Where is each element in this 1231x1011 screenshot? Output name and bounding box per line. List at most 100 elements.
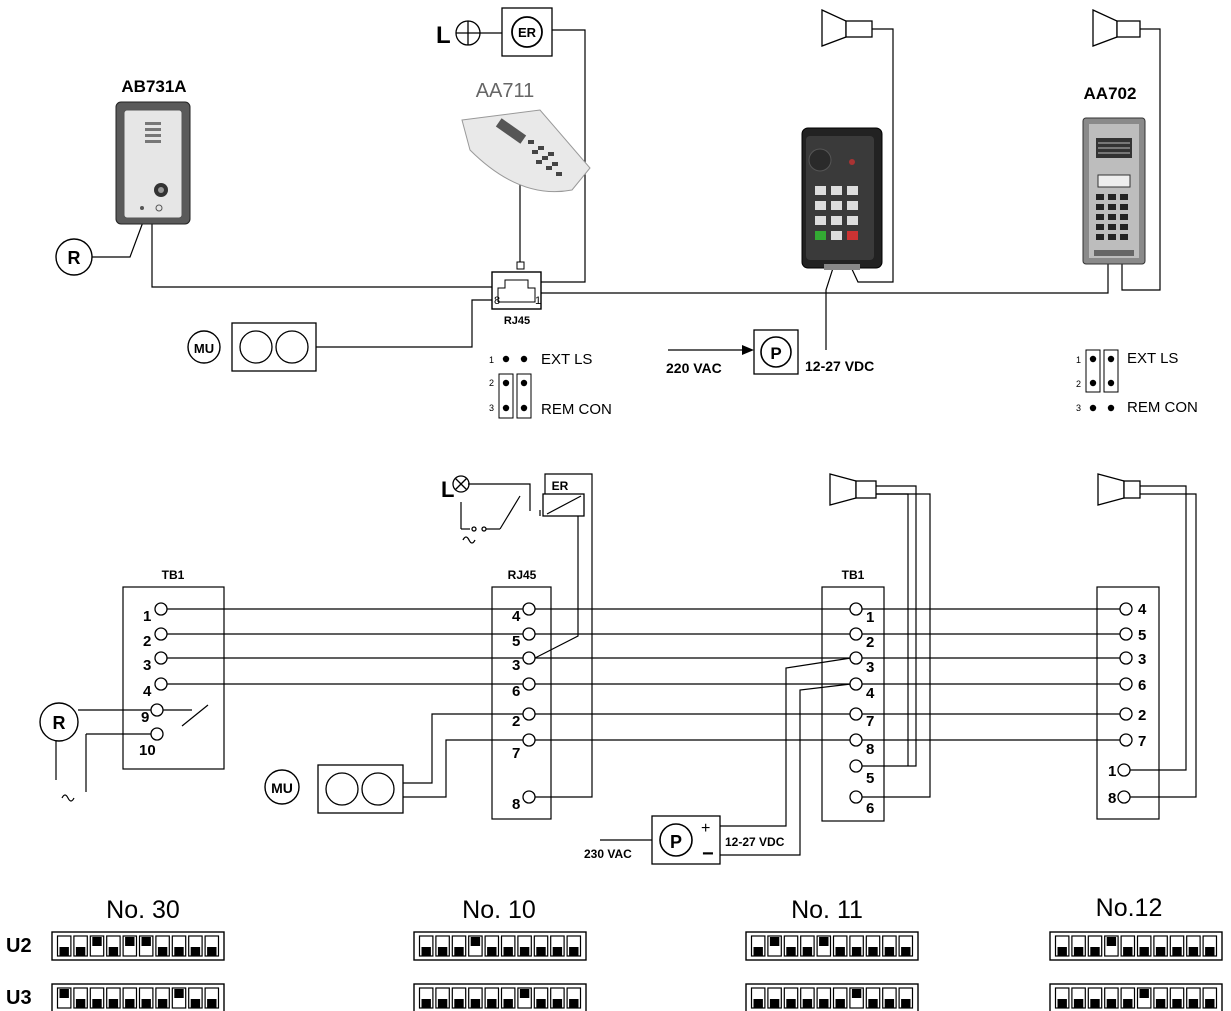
dip-bank-4-u3 — [1049, 983, 1223, 1011]
aa702-label: AA702 — [1084, 84, 1137, 103]
dip-switch-knob — [835, 999, 845, 1008]
dip-switch-knob — [1172, 999, 1182, 1008]
relay-switch — [462, 526, 487, 544]
svg-text:2: 2 — [1138, 707, 1146, 724]
coil-diagonal — [546, 495, 582, 515]
top-wiring — [92, 28, 1161, 351]
dip-switch-knob — [125, 937, 135, 946]
speaker-icon — [1097, 473, 1141, 506]
svg-text:3: 3 — [866, 659, 874, 676]
dip-switch-knob — [552, 947, 563, 956]
dip-switch-knob — [207, 947, 217, 956]
keypad-door-station — [801, 127, 883, 270]
dip-switch-knob — [901, 947, 911, 956]
dip-bank-3-u2 — [745, 931, 919, 961]
dip-switch-banks — [51, 931, 1223, 1011]
dip-bank-4-u2 — [1049, 931, 1223, 961]
vac-arrow — [742, 345, 754, 355]
rj45-pin8: 8 — [494, 295, 500, 307]
dip-switch-knob — [1057, 947, 1067, 956]
svg-text:2: 2 — [512, 713, 520, 730]
rj45-label: RJ45 — [504, 315, 530, 327]
speaker-icon — [1092, 8, 1141, 47]
dip-title-11: No. 11 — [791, 896, 863, 924]
dip-switch-knob — [769, 999, 780, 1008]
dip-switch-knob — [753, 947, 763, 956]
vdc-label: 12-27 VDC — [805, 358, 874, 374]
svg-text:8: 8 — [512, 796, 520, 813]
svg-text:1: 1 — [143, 608, 151, 625]
rj45-bottom-label: RJ45 — [508, 568, 537, 582]
pin-circles — [150, 602, 1133, 804]
svg-text:6: 6 — [1138, 677, 1146, 694]
dip-switch-knob — [421, 999, 431, 1008]
dip-switch-knob — [1155, 947, 1166, 956]
dip-switch-knob — [454, 947, 464, 956]
electric-release-box — [501, 7, 553, 57]
dip-switch-knob — [1172, 947, 1182, 956]
dip-switch-knob — [487, 947, 497, 956]
tb1-right-label: TB1 — [842, 568, 865, 582]
svg-text:10: 10 — [139, 742, 156, 759]
mu-circle — [187, 330, 221, 364]
dip-switch-knob — [190, 999, 201, 1008]
svg-text:3: 3 — [143, 657, 151, 674]
dip-bank-3-u3 — [745, 983, 919, 1011]
aa702-terminal-box — [1096, 586, 1160, 820]
release-button-icon-bottom — [39, 702, 79, 742]
r-label: R — [68, 248, 81, 268]
dip-switch-knob — [1139, 947, 1149, 956]
power-supply-icon — [760, 336, 792, 368]
dip-switch-knob — [1155, 999, 1166, 1008]
er-label: ER — [518, 25, 537, 40]
svg-text:1: 1 — [866, 609, 874, 626]
dip-switch-knob — [868, 947, 878, 956]
svg-text:3: 3 — [489, 403, 494, 413]
dip-switch-knob — [174, 947, 184, 956]
dip-row-label-u2: U2 — [6, 935, 32, 957]
power-supply-icon-bottom — [659, 823, 693, 857]
svg-text:3: 3 — [1138, 651, 1146, 668]
rj45-pins: 4 5 3 6 2 7 8 — [512, 608, 521, 813]
dip-switch-knob — [1123, 999, 1133, 1008]
dip-switch-knob — [819, 999, 829, 1008]
dip-title-30: No. 30 — [106, 896, 180, 924]
dip-switch-knob — [519, 989, 530, 998]
dip-switch-knob — [174, 989, 184, 998]
svg-text:9: 9 — [141, 709, 149, 726]
dip-row-label-u3: U3 — [6, 987, 32, 1009]
dip-bank-2-u2 — [413, 931, 587, 961]
svg-text:1: 1 — [1076, 355, 1081, 365]
lamp-label-bottom: L — [441, 477, 454, 502]
dip-title-10: No. 10 — [462, 896, 536, 924]
dip-switch-knob — [470, 937, 481, 946]
dip-switch-knob — [835, 947, 845, 956]
minus-label: − — [702, 843, 714, 865]
dip-switch-knob — [1106, 937, 1117, 946]
vac-label-bottom: 230 VAC — [584, 847, 632, 861]
svg-text:2: 2 — [866, 634, 874, 651]
monitor-unit-icon-bottom — [317, 764, 404, 814]
svg-text:8: 8 — [866, 741, 874, 758]
aa711-device — [461, 109, 591, 193]
dip-switch-knob — [1188, 999, 1199, 1008]
svg-text:7: 7 — [866, 713, 874, 730]
mu-circle-bottom — [264, 769, 300, 805]
dip-switch-knob — [1090, 947, 1100, 956]
aa702-pins: 4 5 3 6 2 7 1 8 — [1108, 601, 1147, 807]
dip-bank-1-u3 — [51, 983, 225, 1011]
dip-switch-knob — [786, 999, 796, 1008]
tb1-right-box — [821, 586, 885, 822]
svg-text:5: 5 — [866, 770, 874, 787]
mu-label: MU — [194, 341, 214, 356]
tb1-left-label: TB1 — [162, 568, 185, 582]
svg-text:7: 7 — [1138, 733, 1146, 750]
svg-text:3: 3 — [1076, 403, 1081, 413]
jumpers-left: 1 2 3 — [489, 355, 532, 419]
svg-text:4: 4 — [866, 685, 875, 702]
dip-switch-knob — [437, 947, 448, 956]
ab731a-device — [115, 101, 191, 225]
ac-symbol — [61, 794, 75, 802]
monitor-unit-icon — [231, 322, 317, 372]
